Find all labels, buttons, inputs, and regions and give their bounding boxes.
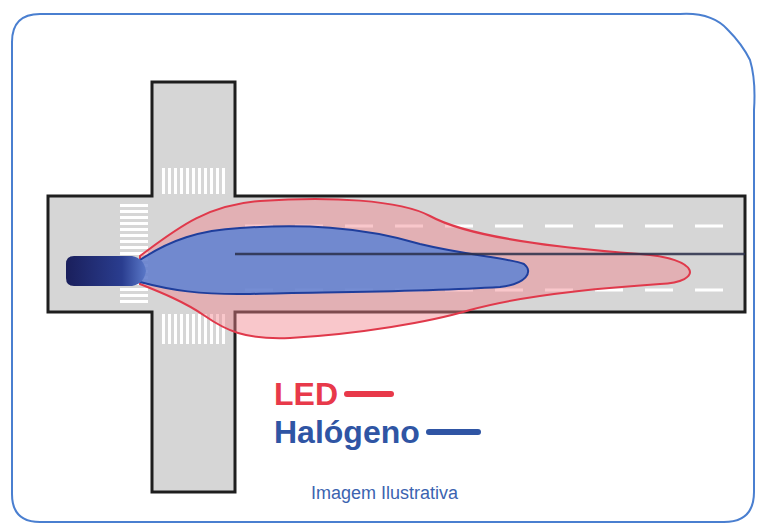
legend-text: LED: [274, 378, 338, 410]
legend-line: [344, 391, 394, 397]
halogen-beam: [140, 226, 528, 294]
road: [48, 82, 745, 492]
led-beam: [140, 199, 690, 338]
crosswalk: [160, 168, 228, 194]
center-line: [235, 253, 745, 256]
legend-text: Halógeno: [274, 416, 420, 448]
note-label: Imagem Ilustrativa: [311, 484, 458, 502]
frame: [12, 14, 755, 522]
car: [66, 256, 146, 286]
legend-line: [426, 429, 481, 435]
